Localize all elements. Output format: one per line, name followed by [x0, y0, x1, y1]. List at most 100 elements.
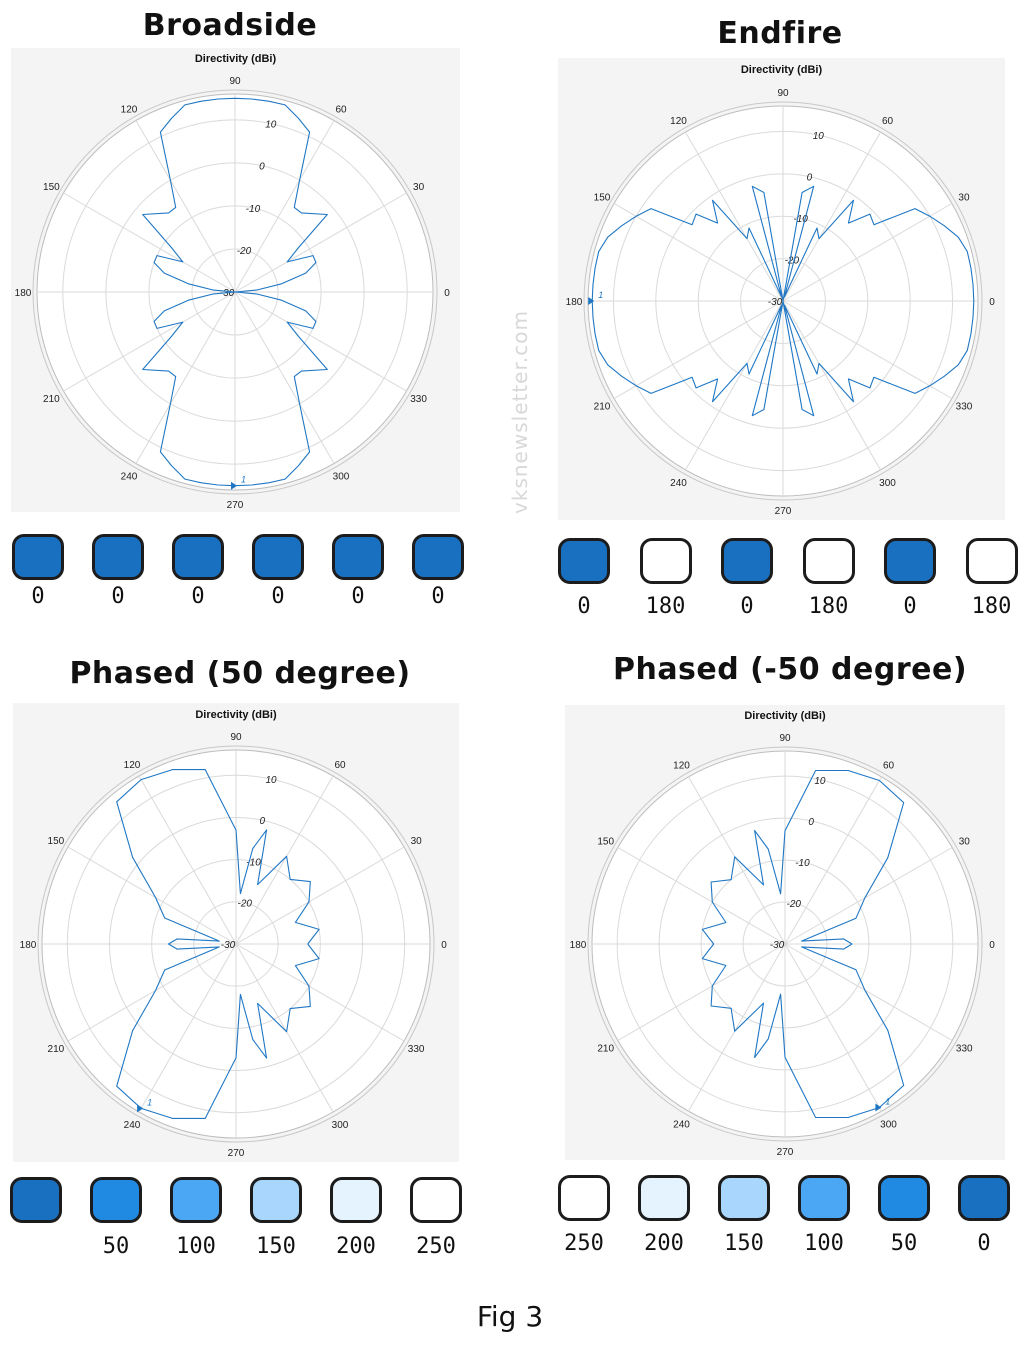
phase-label: 180	[808, 594, 849, 619]
phase-swatch	[798, 1175, 850, 1221]
phase-label: 0	[351, 584, 365, 609]
radial-tick-label: -20	[786, 899, 801, 910]
phase-label: 50	[102, 1234, 130, 1259]
angular-gridline	[235, 846, 405, 945]
angle-tick-label: 180	[566, 297, 583, 308]
angle-tick-label: 90	[777, 88, 789, 99]
angular-gridline	[235, 775, 334, 945]
phase-label: 0	[977, 1231, 991, 1256]
angle-tick-label: 240	[124, 1120, 141, 1131]
radial-tick-label: 0	[808, 817, 814, 828]
radial-tick-label: -10	[795, 858, 810, 869]
angle-tick-label: 330	[408, 1044, 425, 1055]
radial-tick-label: -10	[246, 204, 261, 215]
angle-tick-label: 210	[594, 402, 611, 413]
phase-swatch	[958, 1175, 1010, 1221]
angular-gridline	[63, 192, 236, 293]
figure-caption: Fig 3	[476, 1300, 544, 1333]
plot-title: Directivity (dBi)	[194, 53, 277, 65]
angle-tick-label: 60	[335, 104, 347, 115]
phase-label: 250	[416, 1234, 456, 1259]
phase-swatch	[878, 1175, 930, 1221]
data-marker[interactable]	[875, 1103, 882, 1112]
angle-tick-label: 30	[411, 836, 423, 847]
angle-tick-label: 150	[48, 836, 65, 847]
phase-swatch	[172, 534, 224, 580]
angular-gridline	[782, 300, 953, 399]
angular-gridline	[138, 775, 237, 945]
angular-gridline	[685, 300, 784, 471]
angle-tick-label: 300	[333, 472, 350, 483]
angle-tick-label: 300	[880, 1119, 897, 1130]
angle-tick-label: 30	[958, 193, 970, 204]
phase-swatch	[721, 538, 773, 584]
phase-swatch	[10, 1177, 62, 1223]
angular-gridline	[688, 776, 786, 945]
angle-tick-label: 150	[594, 193, 611, 204]
phase-swatch	[330, 1177, 382, 1223]
angle-tick-label: 330	[956, 402, 973, 413]
angular-gridline	[782, 203, 953, 302]
phase-label: 0	[271, 584, 285, 609]
polar-outer-ring	[587, 746, 983, 1142]
phase-label: 0	[903, 594, 917, 619]
angular-gridline	[67, 846, 237, 945]
radial-tick-label: 0	[807, 173, 813, 184]
angle-tick-label: 270	[227, 500, 244, 511]
radial-tick-label: 0	[259, 162, 265, 173]
angular-gridline	[784, 847, 953, 945]
radial-tick-label: -30	[770, 940, 785, 951]
angle-tick-label: 210	[48, 1044, 65, 1055]
angle-tick-label: 330	[410, 394, 427, 405]
angle-tick-label: 60	[334, 760, 346, 771]
angle-tick-label: 270	[775, 506, 792, 517]
panel-title-phased-50: Phased (50 degree)	[69, 656, 411, 691]
panel-title-broadside: Broadside	[142, 8, 318, 43]
polar-svg: 0306090120150180210240270300330-30-20-10…	[15, 76, 451, 511]
radial-tick-label: -20	[237, 246, 252, 257]
angle-tick-label: 150	[43, 182, 60, 193]
angular-gridline	[617, 943, 786, 1041]
directivity-series-line	[142, 97, 328, 487]
phase-label: 0	[31, 584, 45, 609]
data-marker[interactable]	[588, 297, 595, 305]
angular-gridline	[685, 131, 784, 302]
phase-swatch	[92, 534, 144, 580]
phase-swatch	[252, 534, 304, 580]
angular-gridline	[688, 943, 786, 1112]
data-marker-label: 1	[147, 1097, 152, 1107]
angular-gridline	[138, 943, 237, 1113]
radial-tick-label: -10	[246, 857, 261, 868]
radial-tick-label: 0	[260, 816, 266, 827]
phase-swatch	[802, 538, 855, 584]
angle-tick-label: 0	[989, 940, 995, 951]
phase-label: 100	[804, 1231, 844, 1256]
data-marker[interactable]	[137, 1104, 144, 1113]
angular-gridline	[135, 120, 236, 293]
angle-tick-label: 120	[673, 761, 690, 772]
angle-tick-label: 120	[124, 760, 141, 771]
angle-tick-label: 90	[779, 733, 791, 744]
data-marker-label: 1	[885, 1097, 890, 1107]
angular-gridline	[235, 943, 334, 1113]
angle-tick-label: 0	[444, 288, 450, 299]
plot-title: Directivity (dBi)	[740, 64, 823, 76]
angle-tick-label: 300	[332, 1120, 349, 1131]
plot-title: Directivity (dBi)	[744, 710, 826, 722]
angle-tick-label: 0	[441, 940, 447, 951]
angle-tick-label: 180	[570, 940, 587, 951]
angle-tick-label: 240	[673, 1119, 690, 1130]
angle-tick-label: 240	[670, 478, 687, 489]
angle-tick-label: 150	[597, 837, 614, 848]
angular-gridline	[613, 300, 784, 399]
angle-tick-label: 90	[230, 732, 242, 743]
radial-tick-label: -10	[793, 214, 808, 225]
panel-title-endfire: Endfire	[717, 16, 843, 51]
radial-tick-label: -30	[768, 297, 783, 308]
phase-label: 180	[645, 594, 686, 619]
data-marker[interactable]	[231, 481, 237, 490]
angular-gridline	[617, 847, 786, 945]
